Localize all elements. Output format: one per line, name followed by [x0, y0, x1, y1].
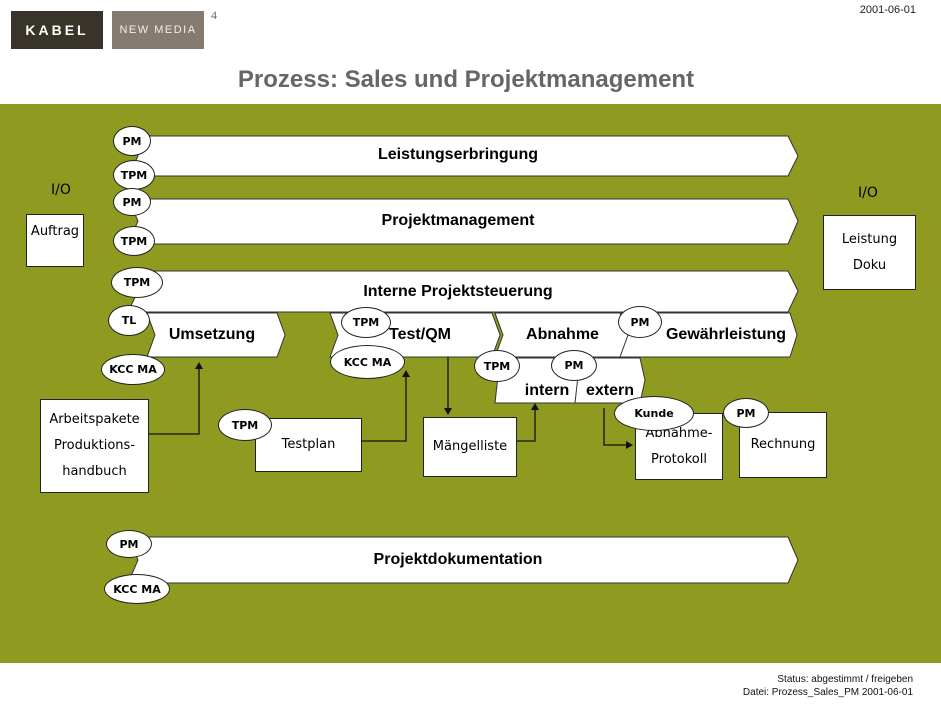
- text: Arbeitspakete: [49, 412, 140, 427]
- logo-kabel: KABEL: [11, 11, 103, 49]
- label-umsetzung: Umsetzung: [168, 326, 256, 343]
- role-pm: PM: [723, 398, 769, 428]
- label-test: Test/QM: [389, 326, 451, 343]
- page-title: Prozess: Sales und Projektmanagement: [237, 66, 695, 93]
- status-text: Status: abgestimmt / freigeben: [777, 674, 913, 685]
- file-text: Datei: Prozess_Sales_PM 2001-06-01: [742, 687, 913, 698]
- label-leistungserbringung: Leistungserbringung: [378, 146, 538, 163]
- role-pm: PM: [106, 530, 152, 558]
- role-tpm: TPM: [341, 307, 391, 338]
- role-pm: PM: [618, 306, 662, 338]
- label-steuerung: Interne Projektsteuerung: [363, 283, 553, 300]
- io-label-right: I/O: [858, 185, 878, 201]
- label-projektdokumentation: Projektdokumentation: [373, 551, 543, 568]
- role-tpm: TPM: [474, 350, 520, 382]
- label-abnahme: Abnahme: [526, 326, 599, 343]
- box-testplan: Testplan: [255, 418, 362, 472]
- text: Leistung: [841, 231, 898, 247]
- text: handbuch: [62, 464, 127, 479]
- logo-new-media: NEW MEDIA: [112, 11, 204, 49]
- arrow-arbeitspakete: [147, 367, 200, 435]
- role-tpm: TPM: [113, 160, 155, 190]
- role-tpm: TPM: [111, 267, 163, 298]
- io-label-left: I/O: [51, 182, 71, 198]
- bar-projektmanagement: [127, 198, 799, 245]
- role-tl: TL: [108, 305, 150, 336]
- label-intern: intern: [524, 382, 570, 399]
- bar-projektdokumentation: [127, 536, 799, 584]
- arrow-protokoll: [603, 408, 628, 446]
- role-pm: PM: [113, 126, 151, 156]
- bar-leistungserbringung: [127, 135, 799, 177]
- role-kcc-ma: KCC MA: [104, 574, 170, 604]
- box-auftrag: Auftrag: [26, 214, 84, 267]
- text: Produktions-: [53, 438, 135, 453]
- role-pm: PM: [551, 350, 597, 381]
- box-maengelliste: Mängelliste: [423, 417, 517, 477]
- bar-umsetzung: [146, 312, 286, 358]
- label-gewaehrleistung: Gewährleistung: [665, 326, 787, 343]
- arrow-intern: [515, 408, 536, 442]
- text: Doku: [852, 257, 887, 273]
- role-kcc-ma: KCC MA: [330, 345, 405, 379]
- label-extern: extern: [585, 382, 635, 399]
- role-kunde: Kunde: [614, 396, 694, 431]
- label-projektmanagement: Projektmanagement: [381, 212, 535, 229]
- role-tpm: TPM: [113, 226, 155, 256]
- date: 2001-06-01: [859, 4, 916, 16]
- role-tpm: TPM: [218, 409, 272, 441]
- arrow-testplan: [360, 375, 407, 442]
- text: Protokoll: [651, 451, 707, 467]
- role-kcc-ma: KCC MA: [101, 354, 165, 385]
- role-pm: PM: [113, 188, 151, 216]
- page-number: 4: [211, 8, 217, 22]
